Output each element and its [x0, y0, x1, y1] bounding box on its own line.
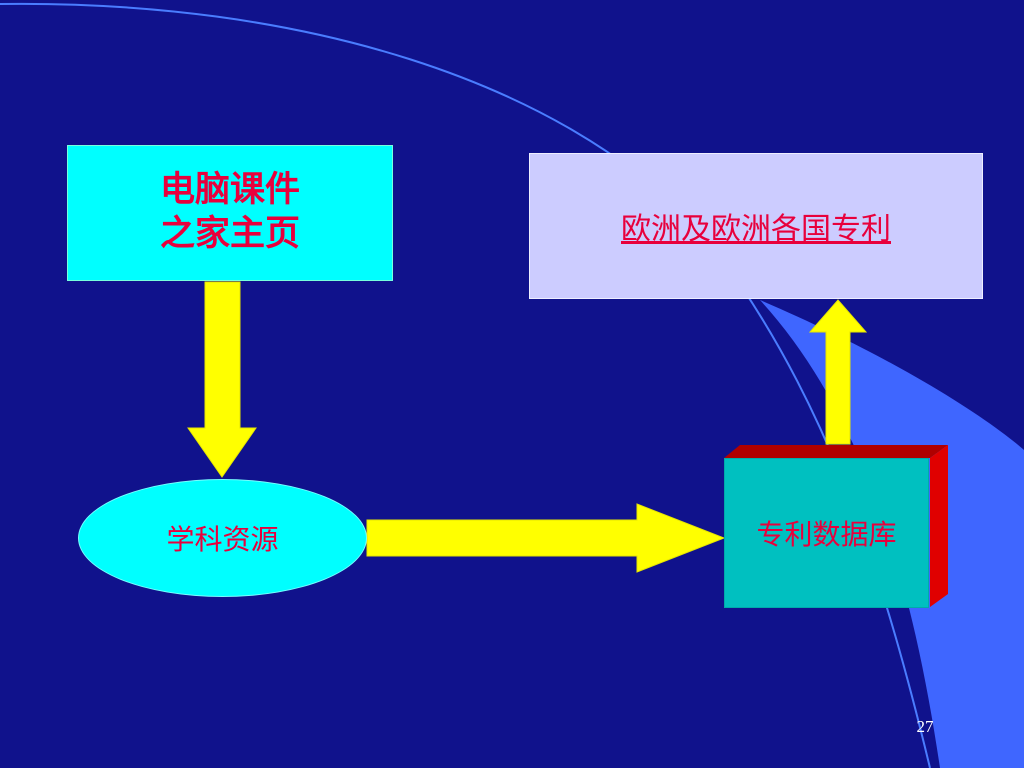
database-side-edge — [930, 445, 948, 607]
home-page-box: 电脑课件 之家主页 — [67, 145, 393, 281]
arrow-right — [366, 503, 726, 573]
arrow-up — [808, 299, 868, 445]
page-number: 27 — [916, 717, 934, 736]
arrow-down — [187, 281, 257, 478]
home-box-line-1: 电脑课件 — [159, 170, 300, 211]
subject-resources-label: 学科资源 — [166, 523, 279, 556]
patent-database-label: 专利数据库 — [756, 518, 897, 551]
home-box-line-2: 之家主页 — [159, 214, 300, 254]
patent-database-node: 专利数据库 — [724, 458, 929, 608]
european-patents-link[interactable]: 欧洲及欧洲各国专利 — [621, 212, 891, 247]
subject-resources-node: 学科资源 — [78, 479, 367, 597]
database-top-edge — [724, 445, 948, 458]
european-patents-box: 欧洲及欧洲各国专利 — [529, 153, 983, 299]
